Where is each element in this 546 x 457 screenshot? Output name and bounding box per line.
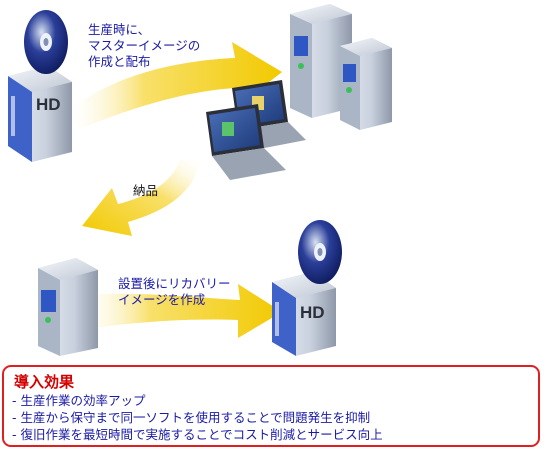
disc-icon-top-left	[24, 10, 68, 74]
label-step2: 納品	[133, 183, 159, 198]
label-step1-line1: 生産時に、	[88, 22, 151, 37]
arrow-master-distribution	[70, 42, 282, 130]
arrow-delivery	[82, 160, 200, 236]
hd-drive-bottom-right: HD	[272, 272, 336, 356]
svg-text:HD: HD	[36, 95, 61, 114]
svg-text:HD: HD	[300, 303, 325, 322]
label-step3-line2: イメージを作成	[118, 292, 206, 307]
disc-icon-bottom-right	[298, 220, 342, 284]
effects-title: 導入効果	[14, 373, 75, 391]
effects-box: 導入効果 - 生産作業の効率アップ - 生産から保守まで同一ソフトを使用すること…	[2, 365, 540, 447]
laptop-front	[206, 104, 286, 180]
effects-list: - 生産作業の効率アップ - 生産から保守まで同一ソフトを使用することで問題発生…	[12, 392, 383, 443]
arrow-recovery-image	[80, 284, 282, 338]
hd-drive-top-left: HD	[8, 66, 72, 162]
effects-item: - 生産作業の効率アップ	[12, 393, 146, 408]
effects-item: - 生産から保守まで同一ソフトを使用することで問題発生を抑制	[12, 410, 371, 425]
server-tower-front	[340, 38, 392, 130]
label-step3-line1: 設置後にリカバリー	[118, 276, 231, 291]
effects-item: - 復旧作業を最短時間で実施することでコスト削減とサービス向上	[12, 427, 383, 442]
label-step1-line3: 作成と配布	[88, 54, 151, 69]
server-tower-back	[290, 4, 352, 118]
label-step1-line2: マスターイメージの	[88, 38, 201, 53]
server-tower-bottom-left	[38, 258, 98, 356]
